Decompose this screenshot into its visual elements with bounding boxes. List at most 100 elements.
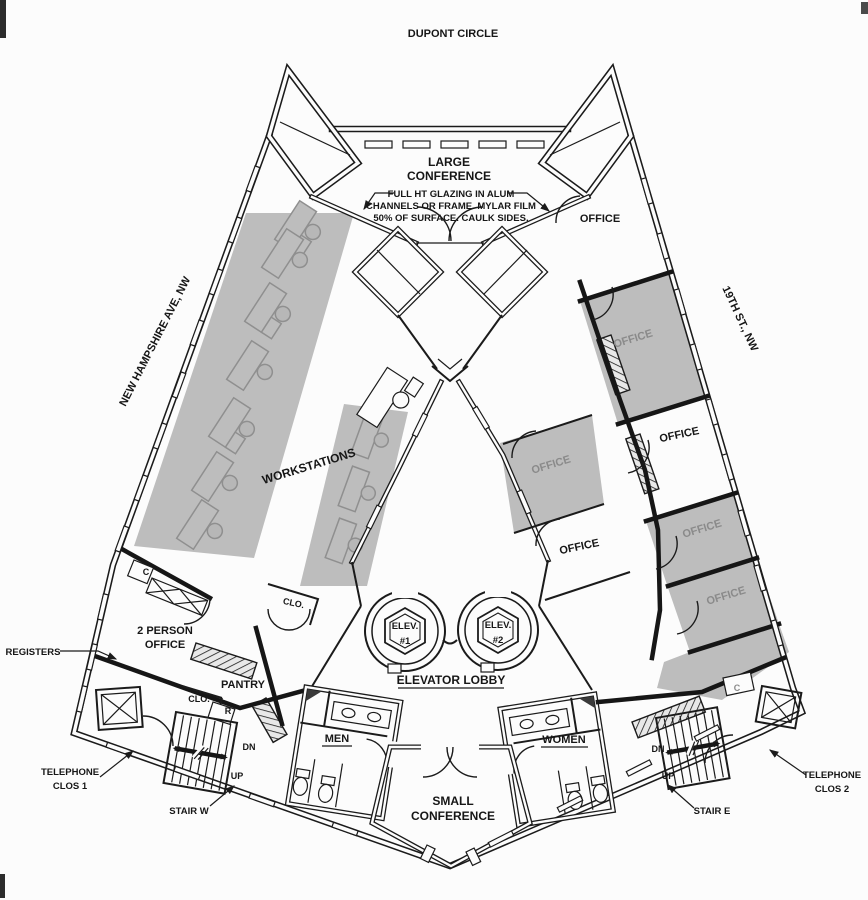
closet-label: CLO.: [282, 596, 305, 610]
room-label-2-person-office: OFFICE: [145, 639, 185, 651]
stair-e-leader: [667, 784, 695, 809]
glazing-note: 50% OF SURFACE. CAULK SIDES.: [373, 213, 528, 224]
telephone-clos-1-label: TELEPHONE: [41, 767, 99, 778]
window-slit: [96, 593, 110, 621]
sink: [367, 711, 382, 723]
window-slit: [189, 319, 205, 347]
closet-wall: [181, 685, 223, 699]
shaft-east: [754, 684, 803, 730]
vestibule-link: [462, 314, 503, 370]
elevator-counterweight: [480, 662, 495, 673]
partition: [544, 571, 631, 601]
window-slit: [471, 405, 491, 431]
window-slit: [114, 525, 130, 553]
room-label-women: WOMEN: [542, 734, 585, 746]
scan-mark: [0, 0, 6, 38]
workstation-furniture: [175, 199, 425, 565]
pantry-wall: [253, 625, 285, 727]
stall-partition: [334, 763, 344, 808]
lobby-wall-east: [538, 559, 549, 607]
elevator-2-label: ELEV.: [485, 620, 512, 631]
scan-mark: [861, 2, 868, 14]
west-rooms: [89, 544, 320, 727]
door-arc: [704, 734, 734, 764]
office-shaded-c: [646, 493, 757, 588]
window-slit: [133, 474, 149, 502]
glazing-leader-east: [508, 192, 550, 212]
conference-wall-west-inner: [310, 195, 418, 245]
lobby-wall-east-lower: [538, 605, 593, 691]
door-opening: [421, 740, 479, 754]
glazing-leader-west: [363, 192, 394, 210]
vestibule-link: [397, 314, 438, 370]
atrium-walls: [310, 358, 593, 691]
glazing-note: CHANNELS OR FRAME. MYLAR FILM: [366, 201, 536, 212]
elevator-1-opening: [392, 585, 418, 598]
restroom-chase: [305, 689, 322, 702]
elevator-core: [364, 584, 539, 674]
toilet: [317, 783, 334, 803]
window-slit: [487, 830, 515, 848]
mens-restroom: [284, 684, 404, 822]
scan-mark: [0, 874, 5, 898]
window-slit: [656, 232, 670, 260]
door-arc: [183, 597, 211, 625]
workstation-desk: [337, 465, 377, 513]
millwork-x-counter: [145, 577, 209, 617]
atrium-wall-east-inner: [457, 380, 550, 562]
pantry-counter: [189, 642, 258, 680]
window-slit: [705, 398, 719, 426]
refrigerator-label: R: [225, 706, 232, 716]
column-box-west: [126, 559, 155, 585]
room-label-small-conference: SMALL: [432, 794, 473, 808]
column-label-east: C: [734, 683, 741, 693]
telephone-2-leader: [769, 749, 807, 776]
partition: [116, 544, 214, 602]
window-slit: [737, 509, 751, 537]
stall-partition: [307, 759, 316, 803]
wall-notch: [419, 844, 436, 864]
restroom-chase: [579, 696, 596, 709]
door-arc: [655, 535, 678, 570]
room-label-office: OFFICE: [580, 213, 620, 225]
band-wall-west: [89, 652, 309, 711]
stair-w-label: STAIR W: [169, 806, 208, 817]
window-slit: [625, 759, 653, 777]
window-slit: [331, 821, 359, 837]
toilet: [592, 783, 609, 803]
toilet-tank: [590, 774, 606, 787]
atrium-chevron: [431, 365, 469, 383]
demising-wall: [577, 279, 663, 661]
column-label-west: C: [143, 567, 150, 577]
leader-lines: [60, 192, 807, 809]
workstation-desk: [207, 396, 256, 455]
glazing-panel-row: [364, 140, 545, 149]
sink: [341, 707, 356, 719]
telephone-clos-2-label: TELEPHONE: [803, 770, 861, 781]
lobby-wall-west-lower: [310, 605, 362, 689]
stair-w-leader: [209, 785, 235, 807]
sink: [519, 718, 534, 730]
shaft-west: [94, 685, 144, 731]
telephone-clos-1-label: CLOS 1: [53, 781, 88, 792]
toilet-tank: [320, 774, 336, 787]
elevator-1-label: ELEV.: [392, 621, 419, 632]
telephone-1-leader: [99, 750, 134, 778]
registers-label: REGISTERS: [6, 647, 61, 658]
window-slit: [640, 177, 654, 205]
door-arc: [448, 206, 484, 242]
large-conference-walls: [308, 140, 592, 370]
toilet-tank: [295, 767, 311, 780]
workstation-desk: [260, 227, 309, 280]
door-arc: [535, 518, 561, 547]
stair-e-label: STAIR E: [694, 806, 731, 817]
corner-tower-east-glazing: [549, 121, 621, 156]
office-partitions: [502, 195, 782, 661]
band-walls-east: [142, 655, 787, 764]
partition: [577, 269, 674, 304]
core-link-wall: [442, 639, 458, 645]
door-arc: [511, 430, 537, 459]
vestibule-bay-west-glazing: [376, 249, 421, 295]
